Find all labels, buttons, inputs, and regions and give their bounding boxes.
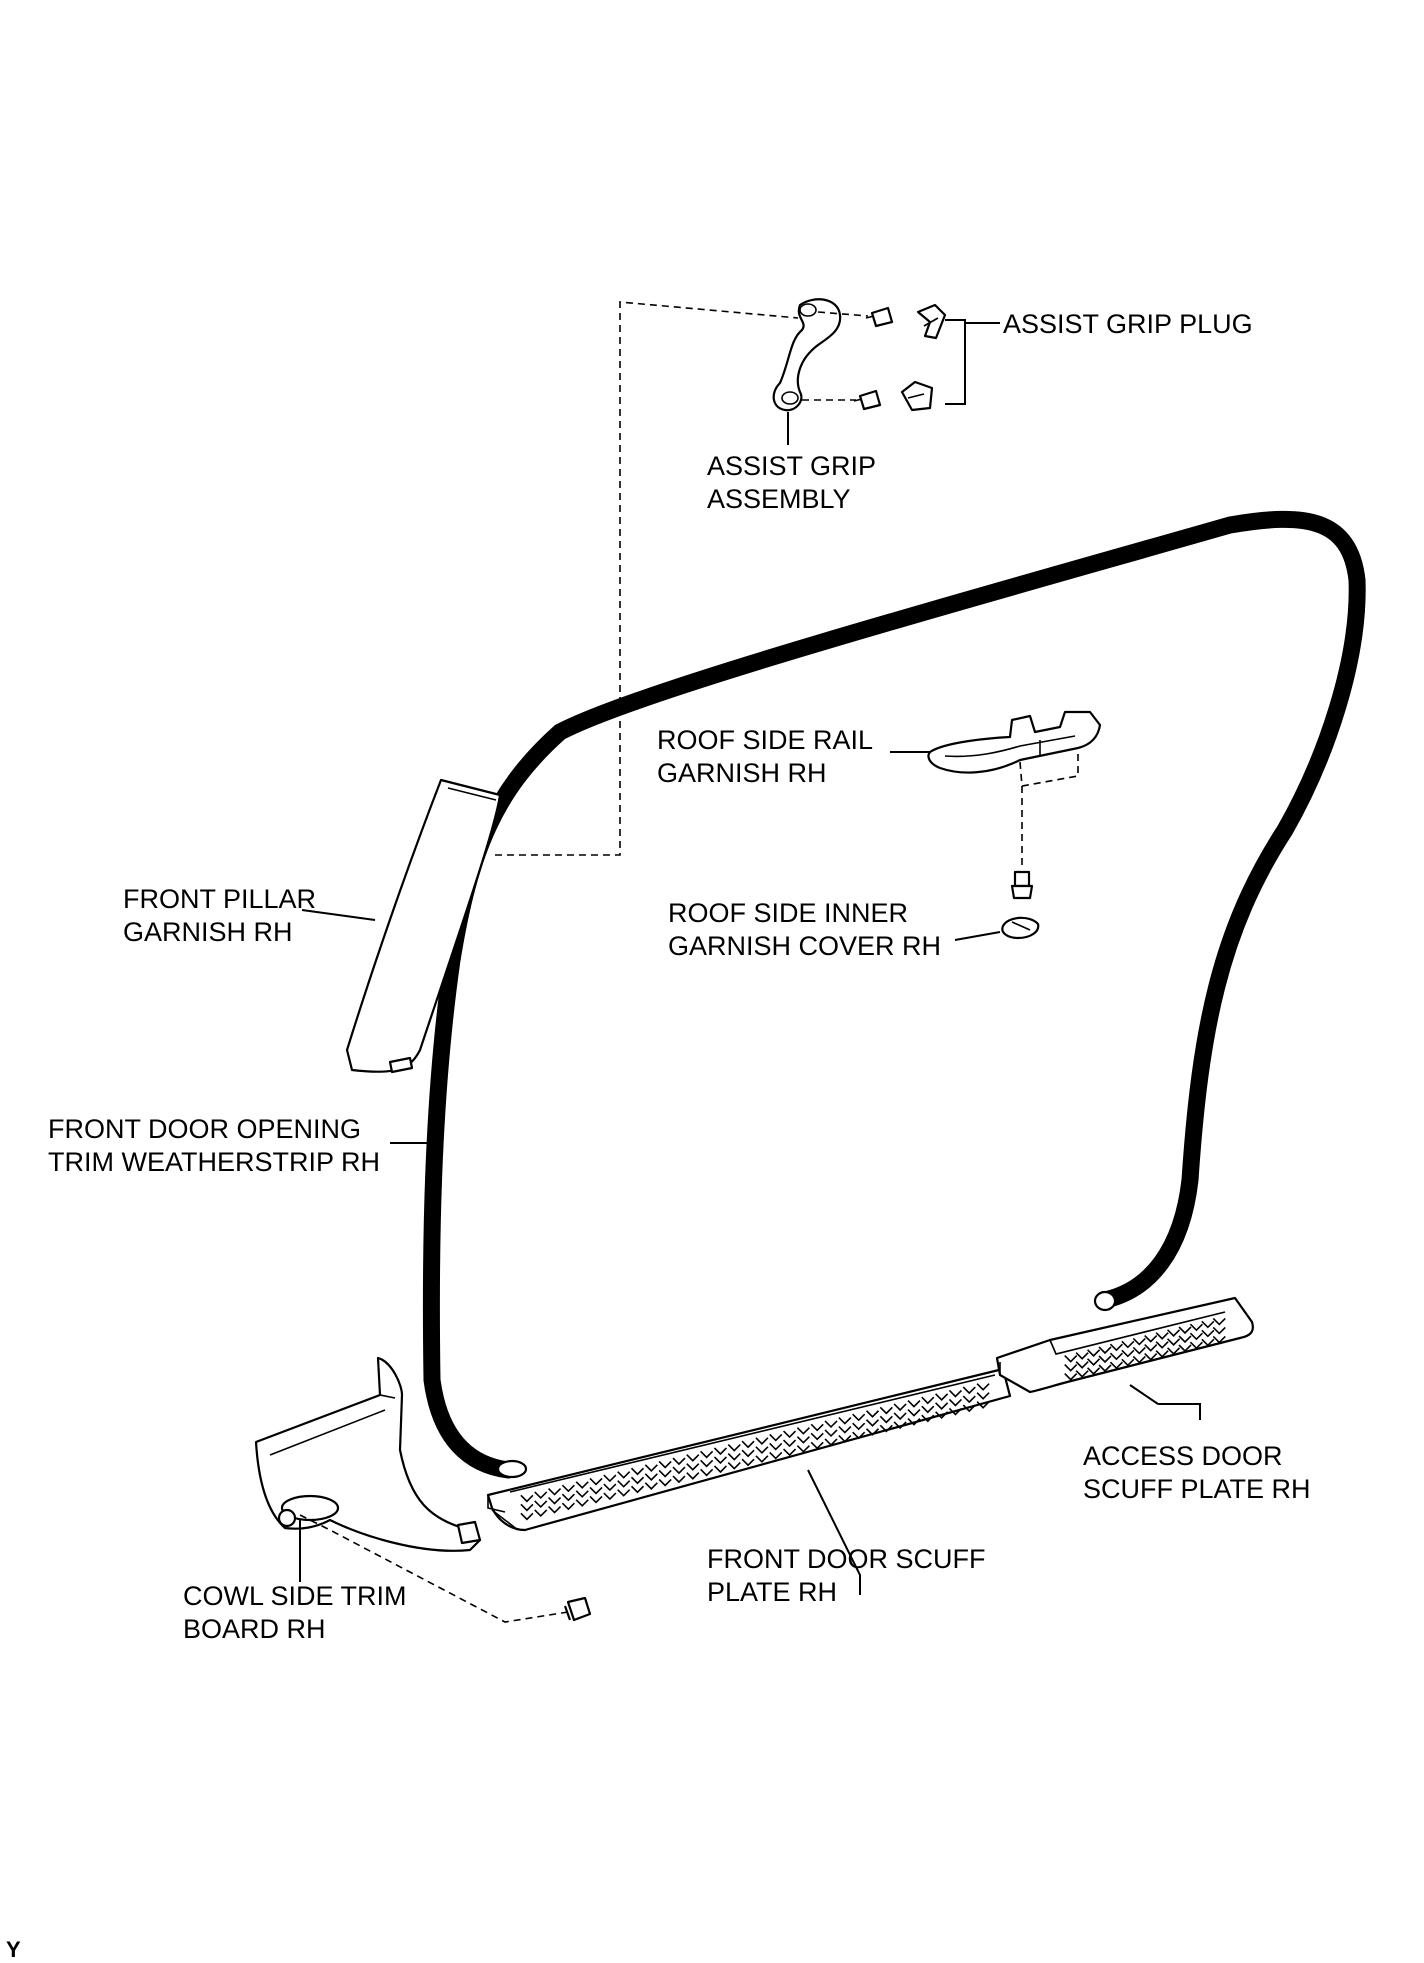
label-cowl-side-trim-board-line2: BOARD RH — [183, 1614, 326, 1644]
front-door-opening-trim-weatherstrip — [422, 510, 1366, 1479]
roof-side-clip — [1010, 870, 1034, 900]
label-assist-grip-plug: ASSIST GRIP PLUG — [1003, 309, 1253, 339]
label-front-door-opening-weatherstrip-line1: FRONT DOOR OPENING — [48, 1114, 361, 1144]
front-pillar-garnish — [345, 778, 502, 1074]
assist-grip-assembly — [772, 298, 894, 412]
label-roof-side-rail-garnish-line2: GARNISH RH — [657, 758, 827, 788]
roof-side-rail-dash — [1019, 750, 1079, 787]
label-access-door-scuff-plate-line2: SCUFF PLATE RH — [1083, 1474, 1311, 1504]
access-door-scuff-plate — [995, 1296, 1254, 1394]
roof-side-rail-garnish — [927, 710, 1102, 774]
assist-grip-guide-dash — [495, 301, 799, 856]
assist-grip-plug-upper — [916, 303, 947, 340]
label-roof-side-inner-garnish-cover-line1: ROOF SIDE INNER — [668, 898, 908, 928]
corner-code: Y — [6, 1937, 21, 1962]
label-cowl-side-trim-board-line1: COWL SIDE TRIM — [183, 1581, 407, 1611]
label-front-pillar-garnish-line2: GARNISH RH — [123, 917, 293, 947]
assist-grip-screw-lower — [853, 389, 882, 411]
front-door-scuff-plate — [486, 1367, 1012, 1532]
assist-grip-screw-upper — [865, 306, 894, 328]
cowl-side-trim-board — [254, 1356, 482, 1552]
label-front-door-scuff-plate-line2: PLATE RH — [707, 1577, 837, 1607]
cowl-side-clip — [563, 1596, 592, 1622]
label-front-door-opening-weatherstrip-line2: TRIM WEATHERSTRIP RH — [48, 1147, 380, 1177]
label-access-door-scuff-plate-line1: ACCESS DOOR — [1083, 1441, 1283, 1471]
label-roof-side-rail-garnish-line1: ROOF SIDE RAIL — [657, 725, 873, 755]
label-front-pillar-garnish-line1: FRONT PILLAR — [123, 884, 316, 914]
label-assist-grip-assembly-line1: ASSIST GRIP — [707, 451, 876, 481]
assist-grip-plug-lower — [900, 380, 934, 412]
label-front-door-scuff-plate-line1: FRONT DOOR SCUFF — [707, 1544, 986, 1574]
label-roof-side-inner-garnish-cover-line2: GARNISH COVER RH — [668, 931, 941, 961]
leader-lines — [299, 319, 1201, 1595]
roof-side-inner-garnish-cover — [1001, 916, 1040, 940]
cowl-side-clip-dash — [299, 1514, 569, 1623]
label-assist-grip-assembly-line2: ASSEMBLY — [707, 484, 851, 514]
